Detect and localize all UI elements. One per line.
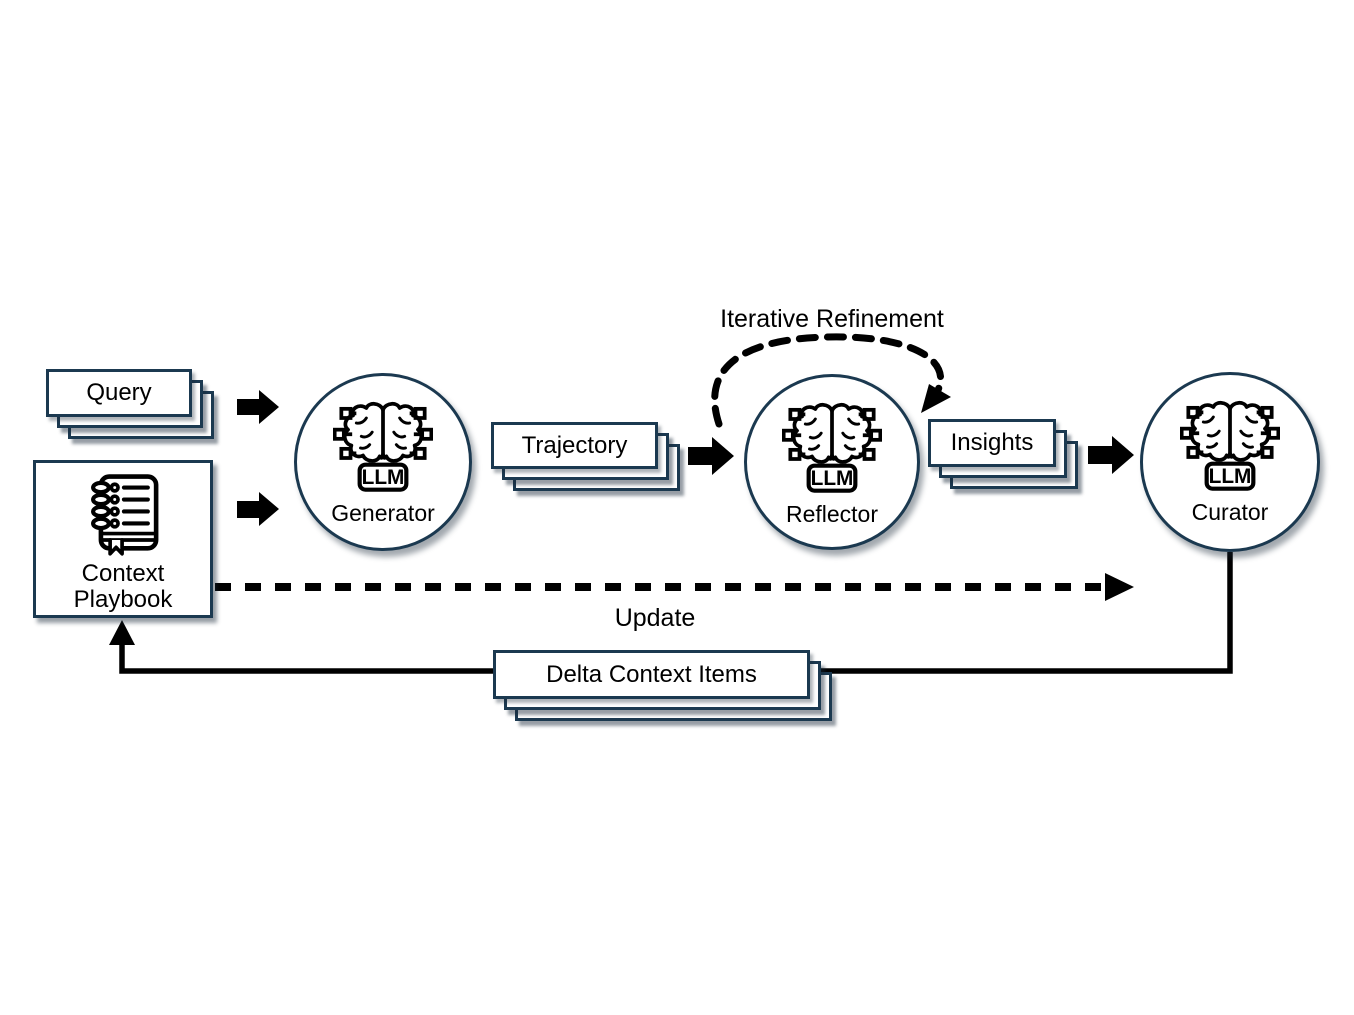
delta-context-items-label: Delta Context Items	[546, 660, 757, 688]
trajectory-card: Trajectory	[491, 422, 658, 469]
generator-label: Generator	[331, 500, 435, 526]
arrow-insights-to-curator	[1088, 436, 1134, 474]
llm-badge-label: LLM	[811, 467, 854, 490]
insights-card: Insights	[928, 419, 1056, 467]
context-playbook-label: Context Playbook	[73, 560, 173, 614]
reflector-node: LLM Reflector	[744, 374, 920, 550]
query-card: Query	[46, 369, 192, 417]
arrow-trajectory-to-reflector	[688, 437, 734, 475]
delta-context-items-card: Delta Context Items	[493, 650, 810, 699]
insights-node: Insights	[928, 419, 1078, 489]
insights-label: Insights	[950, 429, 1034, 456]
update-arrow	[215, 573, 1134, 601]
reflector-label: Reflector	[785, 501, 879, 527]
delta-context-items-node: Delta Context Items	[493, 650, 832, 721]
brain-circuit-icon: LLM	[782, 399, 882, 499]
query-label: Query	[86, 379, 152, 406]
arrow-playbook-to-generator	[237, 492, 279, 526]
llm-badge-label: LLM	[1209, 465, 1252, 488]
query-node: Query	[46, 369, 214, 439]
brain-circuit-icon: LLM	[1180, 397, 1280, 497]
context-playbook-node: Context Playbook	[33, 460, 213, 618]
generator-node: LLM Generator	[294, 373, 472, 551]
curator-label: Curator	[1191, 499, 1269, 525]
llm-badge-label: LLM	[362, 466, 405, 489]
arrow-query-to-generator	[237, 390, 279, 424]
trajectory-node: Trajectory	[491, 422, 680, 491]
trajectory-label: Trajectory	[521, 431, 628, 459]
update-label: Update	[614, 604, 696, 632]
curator-node: LLM Curator	[1140, 372, 1320, 552]
notebook-list-icon	[77, 471, 169, 563]
iterative-refinement-label: Iterative Refinement	[720, 305, 944, 333]
brain-circuit-icon: LLM	[333, 398, 433, 498]
